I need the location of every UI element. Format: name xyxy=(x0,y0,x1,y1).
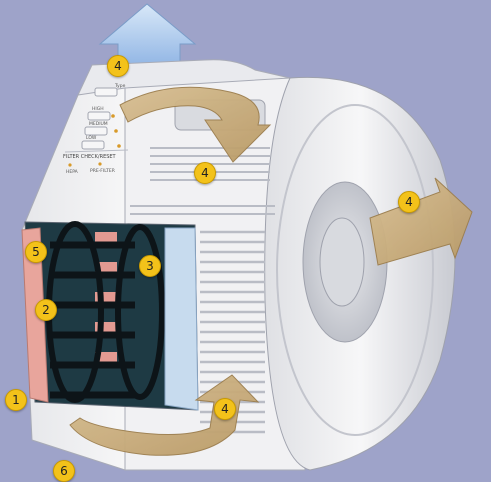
callout-badge: 2 xyxy=(35,299,57,321)
indicator-led xyxy=(68,163,71,166)
type-label: Type xyxy=(114,83,126,89)
callout-badge: 4 xyxy=(398,191,420,213)
type-button[interactable] xyxy=(95,88,117,96)
callout-badge: 3 xyxy=(139,255,161,277)
high-label: HIGH xyxy=(92,106,104,112)
low-button[interactable] xyxy=(82,141,104,149)
callout-badge: 1 xyxy=(5,389,27,411)
prefilter-label: PRE-FILTER xyxy=(90,168,115,174)
indicator-led xyxy=(117,144,121,148)
hepa-label: HEPA xyxy=(66,169,79,175)
callout-badge: 4 xyxy=(194,162,216,184)
indicator-led xyxy=(114,129,118,133)
carbon-filter-inner xyxy=(165,228,198,410)
filter-check-label: FILTER CHECK/RESET xyxy=(63,154,117,160)
indicator-led xyxy=(98,162,101,165)
low-label: LOW xyxy=(86,135,97,141)
callout-badge: 5 xyxy=(25,241,47,263)
medium-button[interactable] xyxy=(85,127,107,135)
callout-badge: 4 xyxy=(107,55,129,77)
callout-badge: 4 xyxy=(214,398,236,420)
callout-badge: 6 xyxy=(53,460,75,482)
indicator-led xyxy=(111,114,115,118)
medium-label: MEDIUM xyxy=(89,121,108,127)
high-button[interactable] xyxy=(88,112,110,120)
side-hub-inner xyxy=(320,218,364,306)
